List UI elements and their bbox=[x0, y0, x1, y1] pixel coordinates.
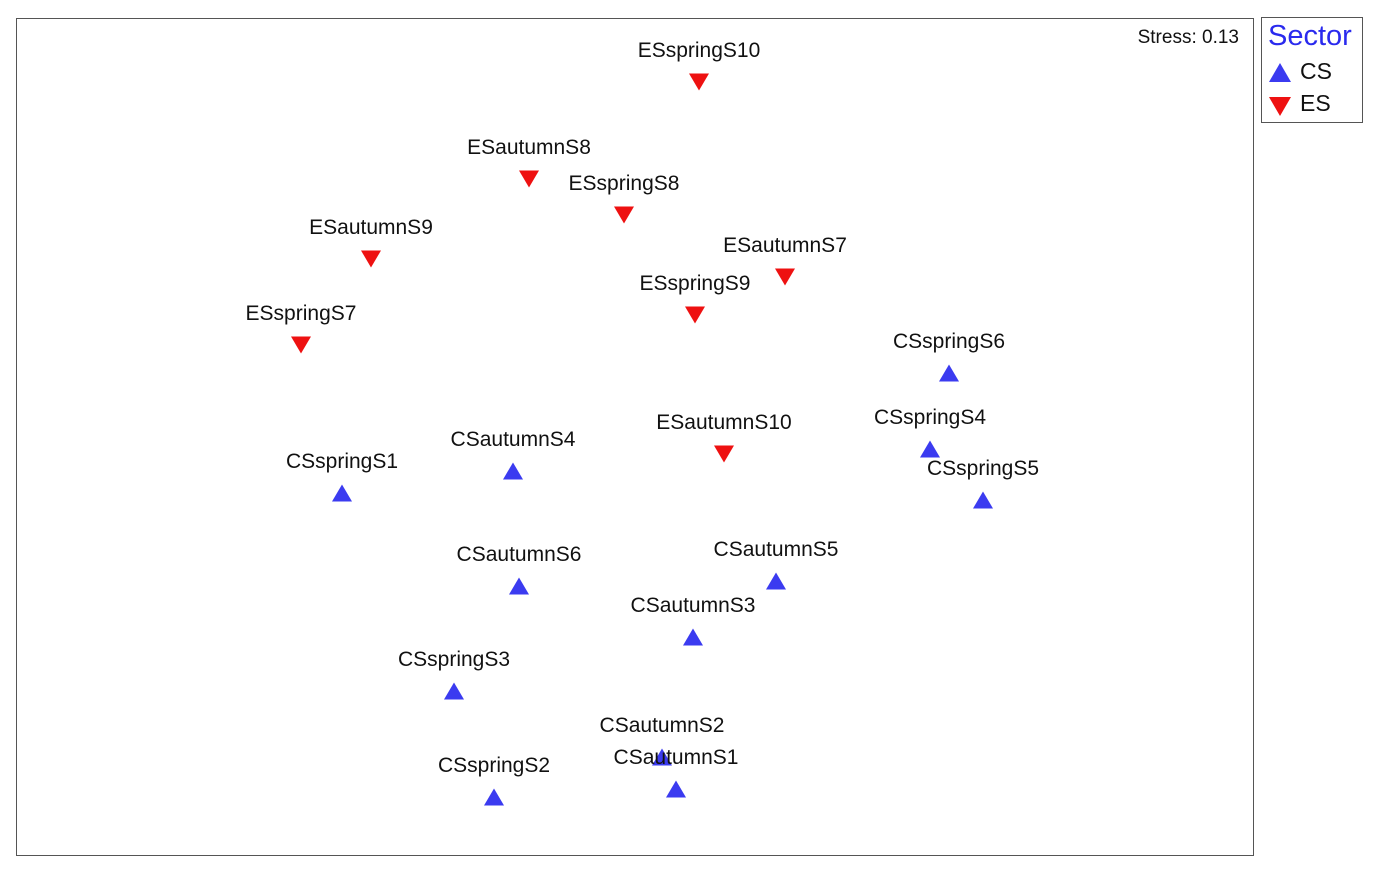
point-label-cssprings2: CSspringS2 bbox=[438, 754, 550, 777]
plot-area bbox=[16, 18, 1254, 856]
point-label-csautumns6: CSautumnS6 bbox=[457, 543, 582, 566]
legend-entry-es: ES bbox=[1266, 90, 1360, 120]
point-label-csautumns2: CSautumnS2 bbox=[600, 714, 725, 737]
point-label-cssprings6: CSspringS6 bbox=[893, 330, 1005, 353]
point-marker-essprings7 bbox=[291, 336, 311, 354]
legend-entry-cs: CS bbox=[1266, 58, 1360, 88]
point-label-esautumns7: ESautumnS7 bbox=[723, 234, 847, 257]
point-marker-cssprings4 bbox=[920, 440, 940, 458]
point-marker-esautumns7 bbox=[775, 268, 795, 286]
point-label-cssprings4: CSspringS4 bbox=[874, 406, 986, 429]
point-marker-cssprings5 bbox=[973, 491, 993, 509]
point-marker-cssprings6 bbox=[939, 364, 959, 382]
point-marker-csautumns3 bbox=[683, 628, 703, 646]
point-label-csautumns3: CSautumnS3 bbox=[631, 594, 756, 617]
point-label-esautumns10: ESautumnS10 bbox=[656, 411, 791, 434]
point-marker-csautumns5 bbox=[766, 572, 786, 590]
point-marker-csautumns4 bbox=[503, 462, 523, 480]
point-label-essprings9: ESspringS9 bbox=[640, 272, 751, 295]
point-marker-essprings10 bbox=[689, 73, 709, 91]
point-marker-esautumns9 bbox=[361, 250, 381, 268]
point-label-csautumns1: CSautumnS1 bbox=[614, 746, 739, 769]
point-label-essprings7: ESspringS7 bbox=[246, 302, 357, 325]
point-marker-esautumns10 bbox=[714, 445, 734, 463]
point-marker-cssprings2 bbox=[484, 788, 504, 806]
point-label-cssprings5: CSspringS5 bbox=[927, 457, 1039, 480]
point-marker-csautumns1 bbox=[666, 780, 686, 798]
legend-title: Sector bbox=[1268, 20, 1352, 52]
point-label-csautumns5: CSautumnS5 bbox=[714, 538, 839, 561]
point-marker-csautumns6 bbox=[509, 577, 529, 595]
triangle-down-icon bbox=[1269, 97, 1291, 116]
point-marker-esautumns8 bbox=[519, 170, 539, 188]
point-marker-csautumns2 bbox=[652, 748, 672, 766]
point-label-esautumns8: ESautumnS8 bbox=[467, 136, 591, 159]
legend-label-es: ES bbox=[1300, 90, 1331, 116]
point-label-essprings10: ESspringS10 bbox=[638, 39, 761, 62]
triangle-up-icon bbox=[1269, 63, 1291, 82]
legend: Sector CS ES bbox=[1261, 17, 1363, 123]
point-label-csautumns4: CSautumnS4 bbox=[451, 428, 576, 451]
legend-label-cs: CS bbox=[1300, 58, 1332, 84]
point-label-cssprings3: CSspringS3 bbox=[398, 648, 510, 671]
point-label-essprings8: ESspringS8 bbox=[569, 172, 680, 195]
point-marker-essprings8 bbox=[614, 206, 634, 224]
point-marker-cssprings3 bbox=[444, 682, 464, 700]
point-label-esautumns9: ESautumnS9 bbox=[309, 216, 433, 239]
stress-annotation: Stress: 0.13 bbox=[1137, 27, 1239, 48]
point-label-cssprings1: CSspringS1 bbox=[286, 450, 398, 473]
point-marker-cssprings1 bbox=[332, 484, 352, 502]
point-marker-essprings9 bbox=[685, 306, 705, 324]
